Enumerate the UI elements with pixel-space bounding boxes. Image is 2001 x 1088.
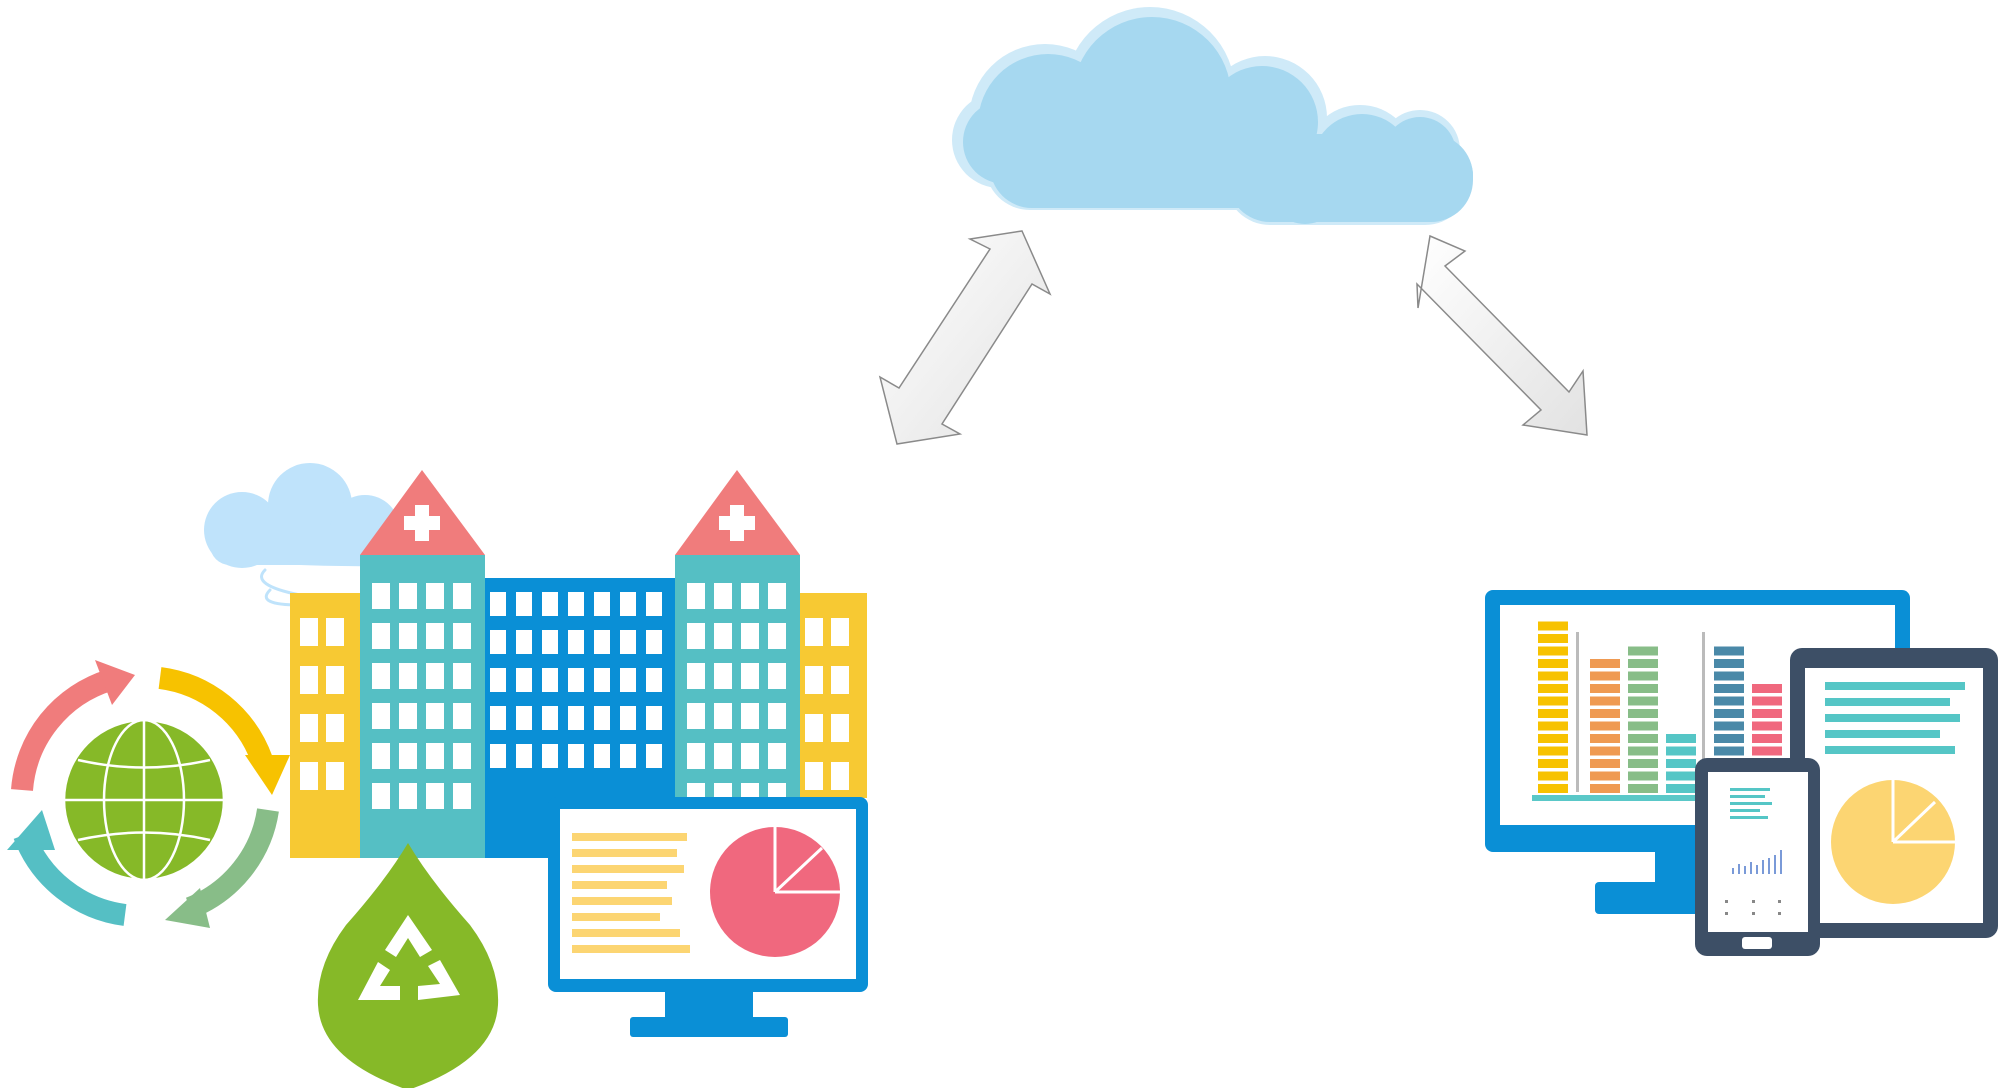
recycle-drop-icon (317, 843, 499, 1088)
monitor-dashboard-icon (548, 797, 868, 1037)
tablet-icon (1790, 648, 1998, 938)
phone-icon (1695, 758, 1820, 956)
hospital-building-icon (290, 470, 867, 858)
cloud-icon (952, 7, 1473, 225)
arrow-right-icon (1416, 234, 1588, 436)
globe-icon (62, 718, 226, 882)
cycle-arrows-icon (7, 660, 290, 928)
arrow-left-icon (878, 230, 1052, 445)
